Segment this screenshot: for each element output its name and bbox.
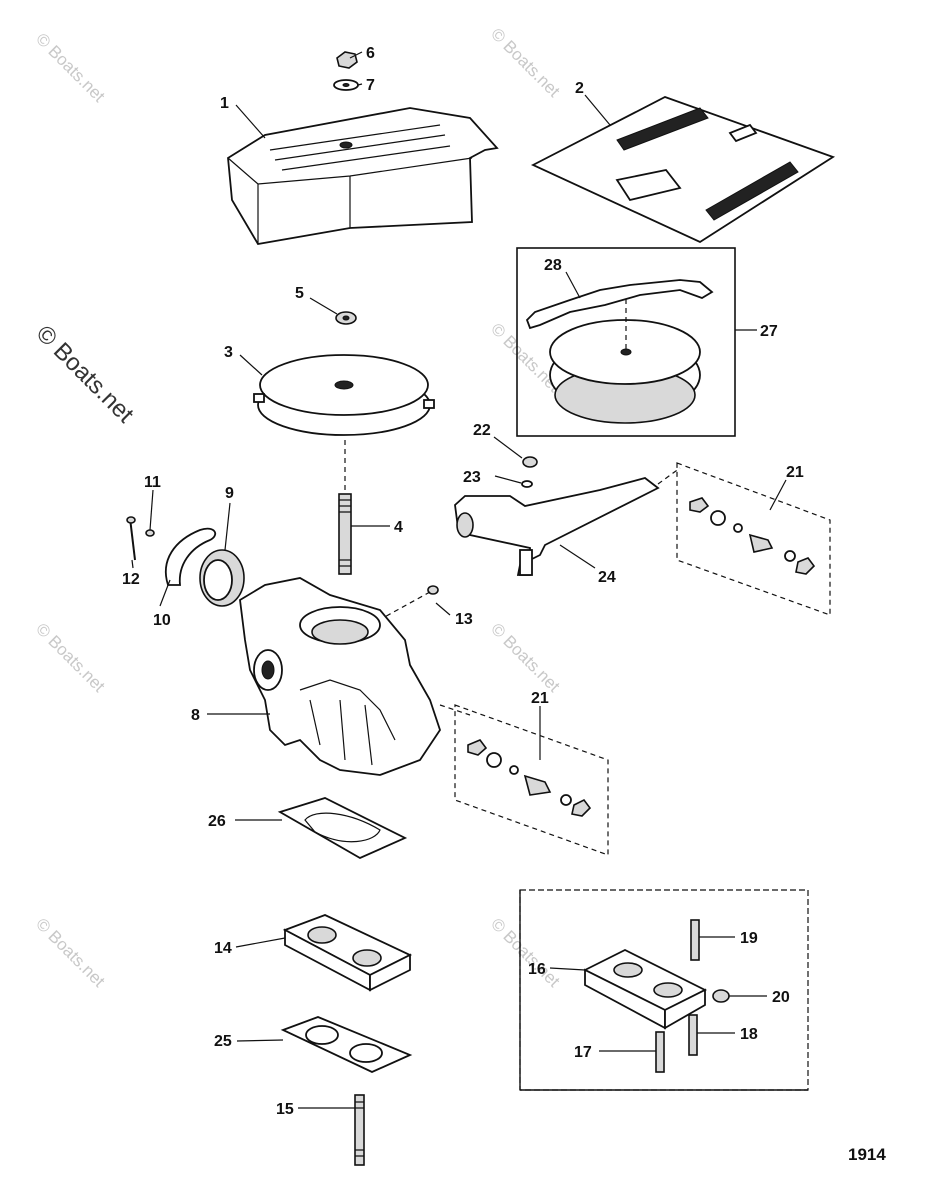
leader-lines bbox=[131, 51, 787, 1109]
flame-arrestor-cover-part-1 bbox=[227, 107, 499, 245]
nut-part-6 bbox=[336, 51, 358, 69]
watermark: © Boats.net bbox=[487, 24, 564, 101]
callout-27: 27 bbox=[760, 323, 778, 340]
stud-part-18 bbox=[688, 1014, 698, 1056]
figure-number: 1914 bbox=[848, 1145, 886, 1164]
callout-26: 26 bbox=[208, 813, 226, 830]
stud-part-15 bbox=[354, 1094, 365, 1166]
stud-part-19 bbox=[690, 919, 700, 961]
carburetor-part-8 bbox=[239, 577, 471, 776]
callout-21-lower: 21 bbox=[531, 690, 549, 707]
callout-16: 16 bbox=[528, 961, 546, 978]
callout-12: 12 bbox=[122, 571, 140, 588]
callout-10: 10 bbox=[153, 612, 171, 629]
flame-arrestor-part-3 bbox=[253, 354, 435, 436]
callout-labels: 1 2 3 4 5 6 7 8 9 10 11 12 13 14 15 16 1… bbox=[122, 45, 804, 1118]
callout-14: 14 bbox=[214, 940, 232, 957]
watermark: © Boats.net bbox=[32, 619, 109, 696]
watermark: © Boats.net bbox=[32, 29, 109, 106]
decal-sheet-part-2 bbox=[530, 96, 836, 244]
callout-18: 18 bbox=[740, 1026, 758, 1043]
callout-25: 25 bbox=[214, 1033, 232, 1050]
callout-22: 22 bbox=[473, 422, 491, 439]
watermark: © Boats.net bbox=[32, 914, 109, 991]
callout-11: 11 bbox=[144, 474, 161, 491]
callout-28: 28 bbox=[544, 257, 562, 274]
watermark: © Boats.net bbox=[487, 914, 564, 991]
callout-3: 3 bbox=[224, 344, 233, 361]
stud-part-4 bbox=[338, 440, 352, 575]
washer-part-7 bbox=[333, 79, 359, 91]
inset-box-spacer-kit bbox=[519, 889, 809, 1091]
throttle-bracket-part-24 bbox=[454, 467, 681, 576]
nut-part-20 bbox=[712, 989, 730, 1003]
clip-part-10 bbox=[165, 527, 217, 586]
callout-19: 19 bbox=[740, 930, 758, 947]
callout-8: 8 bbox=[191, 707, 200, 724]
stud-part-17 bbox=[655, 1031, 665, 1073]
spacer-part-14 bbox=[282, 914, 413, 992]
callout-23: 23 bbox=[463, 469, 481, 486]
callout-20: 20 bbox=[772, 989, 790, 1006]
linkage-box-part-21-upper bbox=[676, 462, 831, 616]
callout-1: 1 bbox=[220, 95, 229, 112]
bracket-part-28 bbox=[525, 279, 714, 330]
gasket-part-25 bbox=[280, 1016, 413, 1073]
screw-part-12 bbox=[126, 516, 136, 561]
callout-13: 13 bbox=[455, 611, 473, 628]
callout-7: 7 bbox=[366, 77, 375, 94]
linkage-box-part-21-lower bbox=[454, 704, 609, 856]
callout-15: 15 bbox=[276, 1101, 294, 1118]
nut-part-5 bbox=[335, 311, 357, 325]
inset-box-part-27 bbox=[516, 247, 736, 437]
callout-6: 6 bbox=[366, 45, 375, 62]
spacer-part-16 bbox=[582, 948, 708, 1030]
callout-21-upper: 21 bbox=[786, 464, 804, 481]
callout-17: 17 bbox=[574, 1044, 592, 1061]
washer-part-23 bbox=[521, 480, 533, 488]
watermark: © Boats.net bbox=[487, 619, 564, 696]
watermark-large: © Boats.net bbox=[31, 320, 139, 428]
callout-2: 2 bbox=[575, 80, 584, 97]
callout-9: 9 bbox=[225, 485, 234, 502]
cover-part-9 bbox=[199, 549, 245, 607]
screw-part-11 bbox=[145, 529, 155, 537]
callout-5: 5 bbox=[295, 285, 304, 302]
callout-4: 4 bbox=[394, 519, 403, 536]
callout-24: 24 bbox=[598, 569, 616, 586]
gasket-part-26 bbox=[277, 797, 408, 860]
nut-part-22 bbox=[522, 456, 538, 468]
